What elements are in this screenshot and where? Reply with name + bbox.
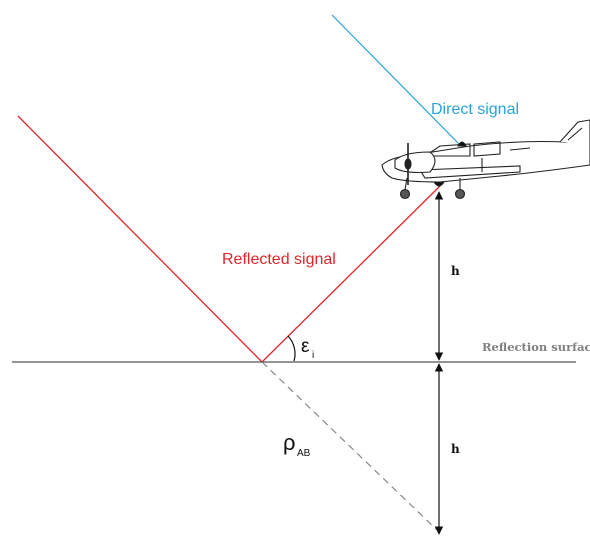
path-length-symbol: ρ xyxy=(283,430,296,455)
incidence-angle-subscript: i xyxy=(312,350,314,361)
airplane-icon xyxy=(381,119,590,200)
height-label-lower: h xyxy=(451,442,460,456)
direct-signal-line xyxy=(331,14,461,146)
reflected-signal-label: Reflected signal xyxy=(222,251,336,268)
reflection-surface-label: Reflection surface xyxy=(482,340,590,354)
image-path-dashed-line xyxy=(261,361,438,531)
incidence-angle-arc xyxy=(287,335,296,362)
reflected-signal-incoming-line xyxy=(17,115,263,363)
incidence-angle-symbol: ε xyxy=(301,336,310,357)
path-length-subscript: AB xyxy=(297,448,311,459)
height-label-upper: h xyxy=(451,264,460,278)
direct-signal-label: Direct signal xyxy=(431,101,519,118)
reflected-signal-outgoing-line xyxy=(261,185,441,363)
